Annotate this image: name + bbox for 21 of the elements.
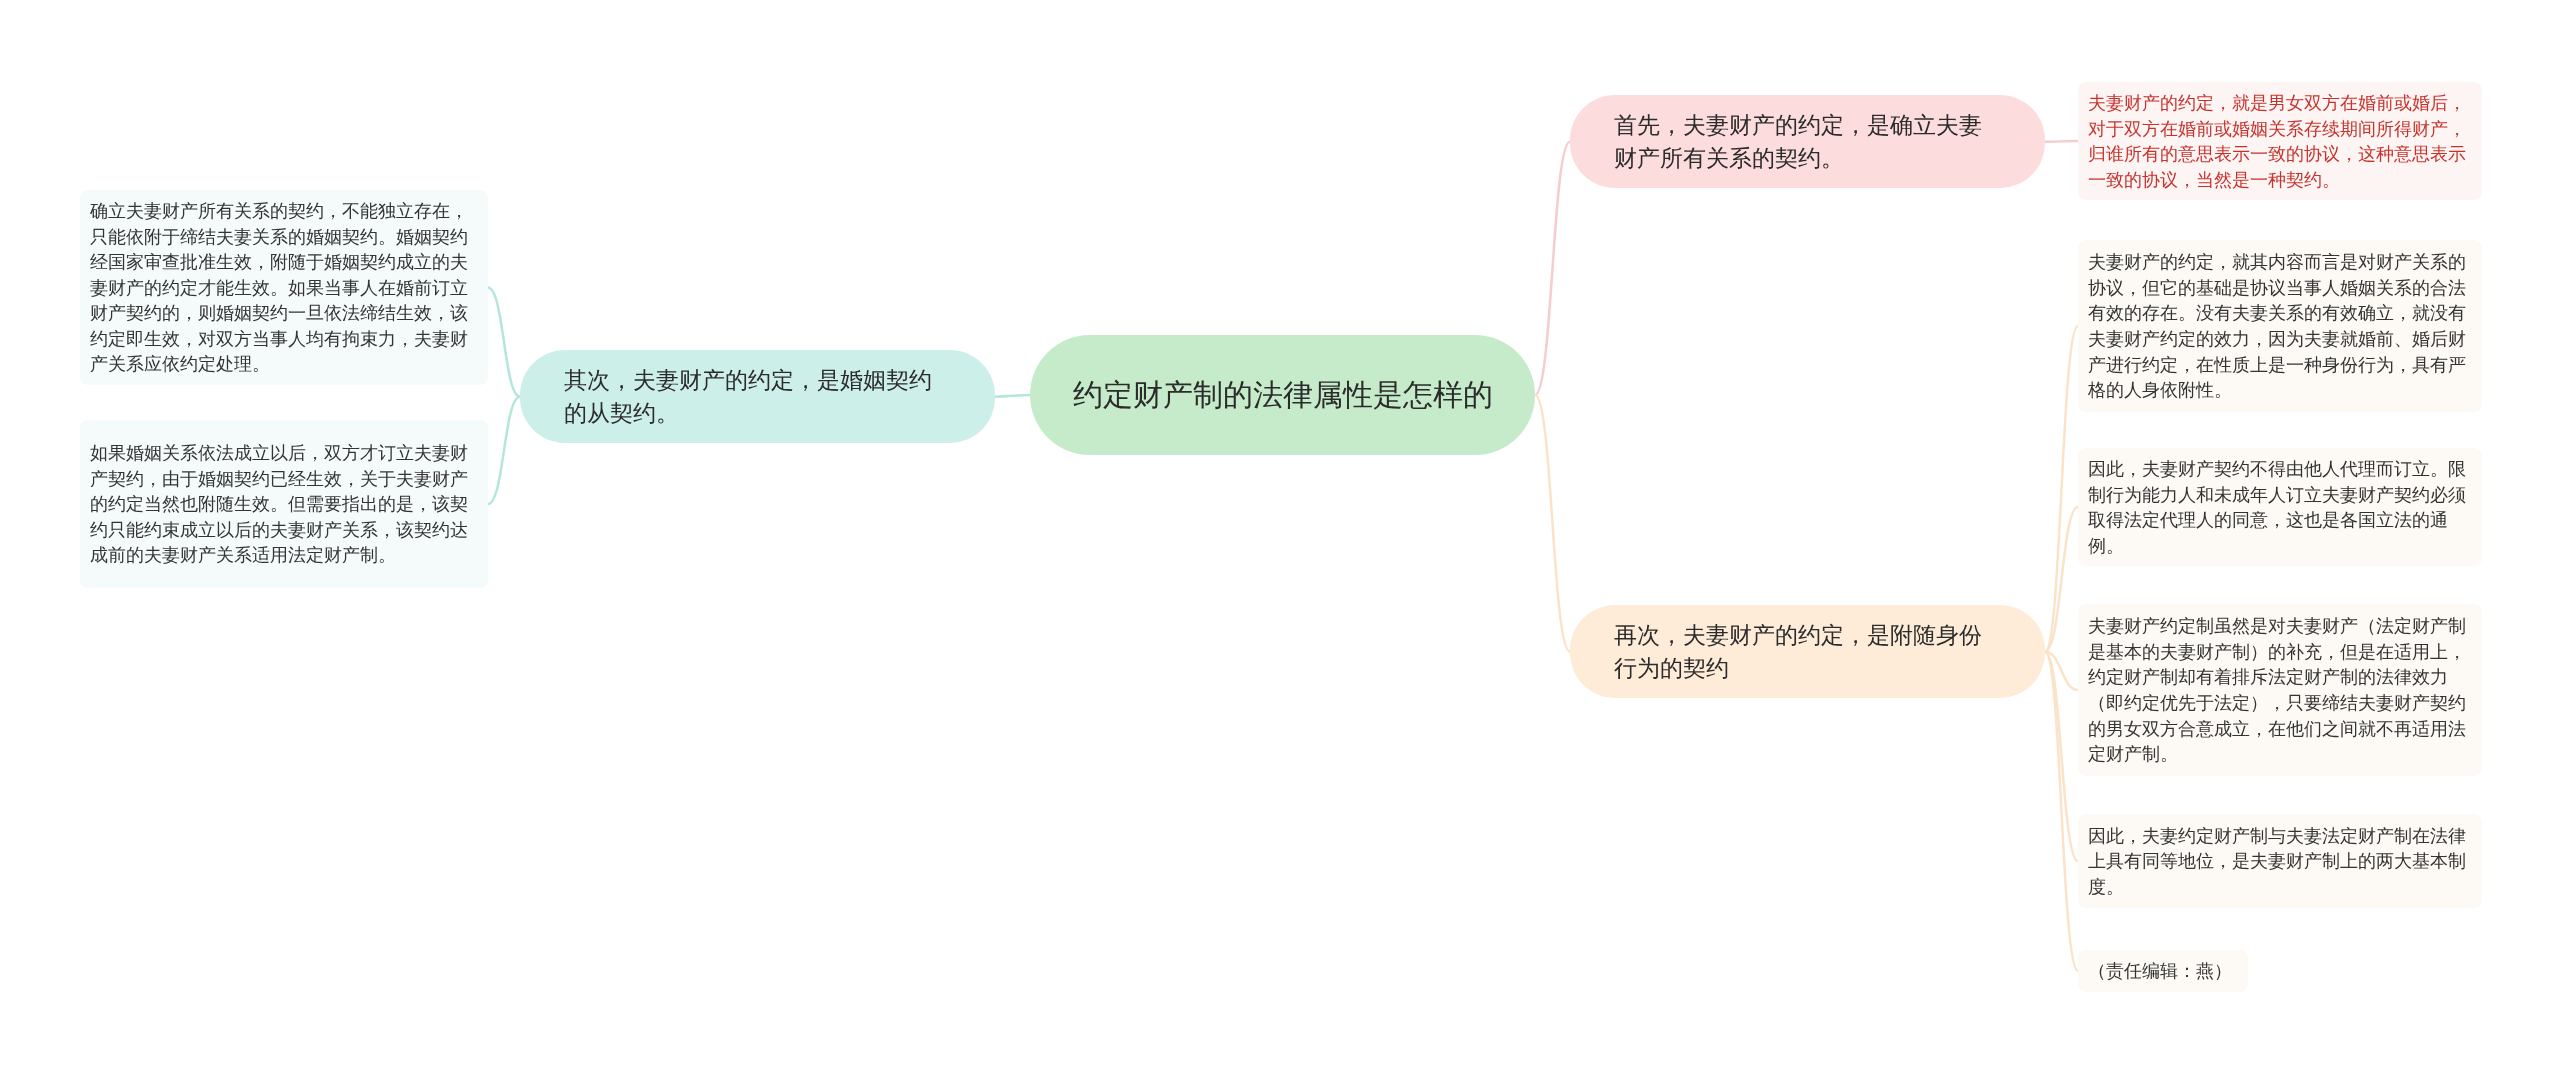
branch-node: 其次，夫妻财产的约定，是婚姻契约的从契约。 <box>520 350 995 444</box>
branch-node: 首先，夫妻财产的约定，是确立夫妻财产所有关系的契约。 <box>1570 95 2045 189</box>
branch-node: 再次，夫妻财产的约定，是附随身份行为的契约 <box>1570 605 2045 699</box>
connector-line <box>2045 139 2078 143</box>
connector-line <box>1534 394 1571 653</box>
connector-line <box>2043 651 2080 972</box>
note-card: 夫妻财产的约定，就是男女双方在婚前或婚后，对于双方在婚前或婚姻关系存续期间所得财产，归谁所有的意思表示一致的协议，这种意思表示一致的协议，当然是一种契约。 <box>2078 82 2482 201</box>
topic-node: 约定财产制的法律属性是怎样的 <box>1030 335 1535 455</box>
connector-line <box>487 395 521 506</box>
note-card: 夫妻财产的约定，就其内容而言是对财产关系的协议，但它的基础是协议当事人婚姻关系的合法有效的存在。没有夫妻关系的有效确立，就没有夫妻财产约定的效力，因为夫妻就婚前、婚后财产进行约定，在性质上是一种身份行为，具有严格的人身依附性。 <box>2078 240 2482 412</box>
connector-line <box>2044 506 2079 653</box>
connector-line <box>2043 325 2080 653</box>
note-card: 确立夫妻财产所有关系的契约，不能独立存在，只能依附于缔结夫妻关系的婚姻契约。婚姻契约经国家审查批准生效，附随于婚姻契约成立的夫妻财产的约定才能生效。如果当事人在婚前订立财产契约的，则婚姻契约一旦依法缔结生效，该约定即生效，对双方当事人均有拘束力，夫妻财产关系应依约定处理。 <box>80 190 488 385</box>
connector-line <box>995 393 1030 398</box>
note-card: 如果婚姻关系依法成立以后，双方才订立夫妻财产契约，由于婚姻契约已经生效，关于夫妻财产的约定当然也附随生效。但需要指出的是，该契约只能约束成立以后的夫妻财产关系，该契约达成前的夫妻财产关系适用法定财产制。 <box>80 420 488 588</box>
connector-line <box>487 286 521 398</box>
note-card: 夫妻财产约定制虽然是对夫妻财产（法定财产制是基本的夫妻财产制）的补充，但是在适用上，约定财产制却有着排斥法定财产制的法律效力（即约定优先于法定），只要缔结夫妻财产契约的男女双方合意成立，在他们之间就不再适用法定财产制。 <box>2078 604 2482 776</box>
note-card: 因此，夫妻财产契约不得由他人代理而订立。限制行为能力人和未成年人订立夫妻财产契约必须取得法定代理人的同意，这也是各国立法的通例。 <box>2078 448 2482 567</box>
connector-line <box>1534 140 1571 396</box>
note-card: （责任编辑：燕） <box>2078 950 2248 992</box>
note-card: 因此，夫妻约定财产制与夫妻法定财产制在法律上具有同等地位，是夫妻财产制上的两大基本制度。 <box>2078 814 2482 908</box>
